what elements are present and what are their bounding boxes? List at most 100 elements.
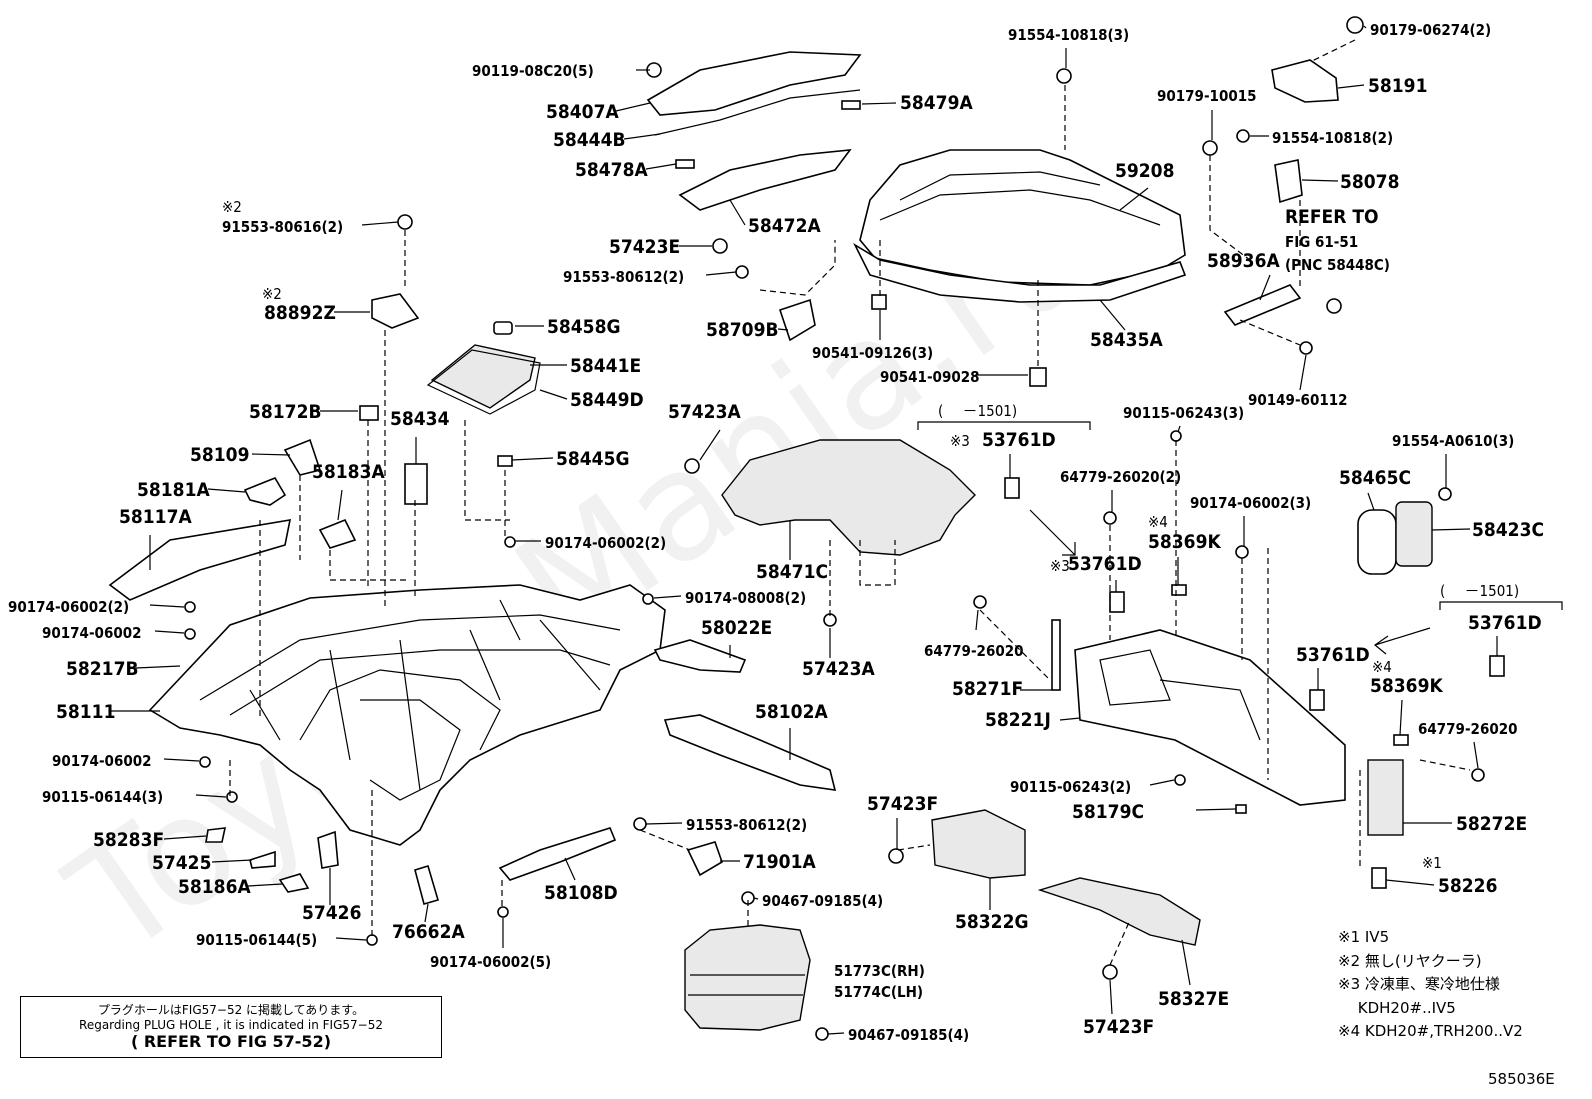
part-label-p79[interactable]: 58221J <box>985 709 1051 731</box>
part-label-p36[interactable]: 57426 <box>302 902 361 924</box>
part-label-p65[interactable]: 90115-06243(3) <box>1123 404 1244 422</box>
part-label-p16[interactable]: 58434 <box>390 408 450 430</box>
part-label-p29[interactable]: 57423A <box>802 658 875 680</box>
part-label-p9[interactable]: 58709B <box>706 319 779 341</box>
part-label-p41[interactable]: 91553-80612(2) <box>686 816 807 834</box>
step-51773C-51774C <box>684 924 811 1031</box>
part-label-p66[interactable]: 53761D <box>982 429 1056 451</box>
part-label-p63[interactable]: 58936A <box>1207 250 1280 272</box>
part-label-p32[interactable]: 90115-06144(3) <box>42 788 163 806</box>
part-label-p64[interactable]: 90149-60112 <box>1248 391 1348 409</box>
bracket-58191 <box>1271 59 1339 103</box>
part-label-p58[interactable]: 90179-06274(2) <box>1370 21 1491 39</box>
part-label-p26[interactable]: 58022E <box>701 617 772 639</box>
part-label-p40[interactable]: 58108D <box>544 882 618 904</box>
part-label-p6[interactable]: 58472A <box>748 215 821 237</box>
part-label-p83[interactable]: 58272E <box>1456 813 1527 835</box>
part-label-p52[interactable]: 58471C <box>756 561 828 583</box>
part-label-p44[interactable]: 51773C(RH) <box>834 962 925 980</box>
part-label-p4[interactable]: 58444B <box>553 129 626 151</box>
part-label-p57[interactable]: 90541-09028 <box>880 368 980 386</box>
part-label-p20[interactable]: 58181A <box>137 479 210 501</box>
part-label-p59[interactable]: 58191 <box>1368 75 1427 97</box>
bolt-90115-06243-2 <box>1174 774 1186 786</box>
part-label-p54[interactable]: 59208 <box>1115 160 1174 182</box>
part-label-p12[interactable]: 58458G <box>547 316 621 338</box>
condition-mark-m5: ※3 <box>1050 557 1070 575</box>
part-label-p51[interactable]: 57423A <box>668 401 741 423</box>
part-label-p28[interactable]: 58111 <box>56 701 115 723</box>
part-label-p42[interactable]: 71901A <box>743 851 816 873</box>
part-label-p25[interactable]: 90174-08008(2) <box>685 589 806 607</box>
part-label-p56[interactable]: 90541-09126(3) <box>812 344 933 362</box>
part-label-p2[interactable]: 58407A <box>546 101 619 123</box>
part-label-p7[interactable]: 57423E <box>609 236 680 258</box>
part-label-p71[interactable]: 91554-A0610(3) <box>1392 432 1514 450</box>
part-label-p87[interactable]: (PNC 58448C) <box>1285 256 1390 274</box>
part-label-p78[interactable]: 58271F <box>952 678 1023 700</box>
part-label-p76[interactable]: 58369K <box>1370 675 1443 697</box>
nut-90179-06274 <box>1346 16 1364 34</box>
part-label-p67[interactable]: 64779-26020(2) <box>1060 468 1181 486</box>
part-label-p55[interactable]: 58435A <box>1090 329 1163 351</box>
part-label-p60[interactable]: 90179-10015 <box>1157 87 1257 105</box>
part-label-p14[interactable]: 58449D <box>570 389 644 411</box>
part-label-p5[interactable]: 58478A <box>575 159 648 181</box>
part-label-p84[interactable]: 58226 <box>1438 875 1497 897</box>
bracket-58272E <box>1367 759 1404 836</box>
part-label-p34[interactable]: 57425 <box>152 852 211 874</box>
part-label-p62[interactable]: 58078 <box>1340 171 1399 193</box>
part-label-p43[interactable]: 90467-09185(4) <box>762 892 883 910</box>
part-label-p10[interactable]: 91553-80616(2) <box>222 218 343 236</box>
part-label-p22[interactable]: 90174-06002(2) <box>545 534 666 552</box>
part-label-p23[interactable]: 90174-06002(2) <box>8 598 129 616</box>
part-label-p47[interactable]: 57423F <box>867 793 938 815</box>
part-label-p3[interactable]: 58479A <box>900 92 973 114</box>
bracket-58434 <box>404 463 428 505</box>
part-label-p33[interactable]: 58283F <box>93 829 164 851</box>
part-label-p48[interactable]: 58322G <box>955 911 1029 933</box>
part-label-p39[interactable]: 90174-06002(5) <box>430 953 551 971</box>
part-label-p19[interactable]: 58183A <box>312 461 385 483</box>
part-label-p61[interactable]: 91554-10818(2) <box>1272 129 1393 147</box>
guide-lines <box>229 39 1471 966</box>
part-label-p35[interactable]: 58186A <box>178 876 251 898</box>
part-label-p53[interactable]: 91554-10818(3) <box>1008 26 1129 44</box>
part-label-p50[interactable]: 58327E <box>1158 988 1229 1010</box>
part-label-p24[interactable]: 90174-06002 <box>42 624 142 642</box>
part-label-p1[interactable]: 90119-08C20(5) <box>472 62 594 80</box>
part-label-p13[interactable]: 58441E <box>570 355 641 377</box>
clip-58445G <box>497 455 513 467</box>
part-label-p81[interactable]: 90115-06243(2) <box>1010 778 1131 796</box>
part-label-p70[interactable]: 53761D <box>1068 553 1142 575</box>
part-label-p72[interactable]: 58465C <box>1339 467 1411 489</box>
part-label-p15[interactable]: 58172B <box>249 401 322 423</box>
part-label-p45[interactable]: 51774C(LH) <box>834 983 923 1001</box>
part-label-p18[interactable]: 58445G <box>556 448 630 470</box>
part-label-p80[interactable]: 64779-26020 <box>1418 720 1518 738</box>
part-label-p49[interactable]: 57423F <box>1083 1016 1154 1038</box>
part-label-p69[interactable]: 58369K <box>1148 531 1221 553</box>
part-label-p21[interactable]: 58117A <box>119 506 192 528</box>
bracket-58181A <box>243 477 287 506</box>
part-label-p11[interactable]: 88892Z <box>264 302 336 324</box>
part-label-p73[interactable]: 58423C <box>1472 519 1544 541</box>
part-label-p8[interactable]: 91553-80612(2) <box>563 268 684 286</box>
part-label-p46[interactable]: 90467-09185(4) <box>848 1026 969 1044</box>
rail-58117A <box>108 519 292 601</box>
part-label-p68[interactable]: 90174-06002(3) <box>1190 494 1311 512</box>
part-label-p27[interactable]: 58217B <box>66 658 139 680</box>
part-label-p37[interactable]: 76662A <box>392 921 465 943</box>
part-label-p31[interactable]: 90174-06002 <box>52 752 152 770</box>
part-label-p77[interactable]: 64779-26020 <box>924 642 1024 660</box>
part-label-p38[interactable]: 90115-06144(5) <box>196 931 317 949</box>
part-label-p86[interactable]: FIG 61-51 <box>1285 233 1358 251</box>
part-label-p74[interactable]: 53761D <box>1468 612 1542 634</box>
nut-90174-06002-5 <box>497 906 509 918</box>
part-label-p85[interactable]: REFER TO <box>1285 206 1379 228</box>
part-label-p17[interactable]: 58109 <box>190 444 249 466</box>
part-label-p30[interactable]: 58102A <box>755 701 828 723</box>
part-label-p75[interactable]: 53761D <box>1296 644 1370 666</box>
note-refer-link[interactable]: ( REFER TO FIG 57-52) <box>130 1032 332 1051</box>
part-label-p82[interactable]: 58179C <box>1072 801 1144 823</box>
